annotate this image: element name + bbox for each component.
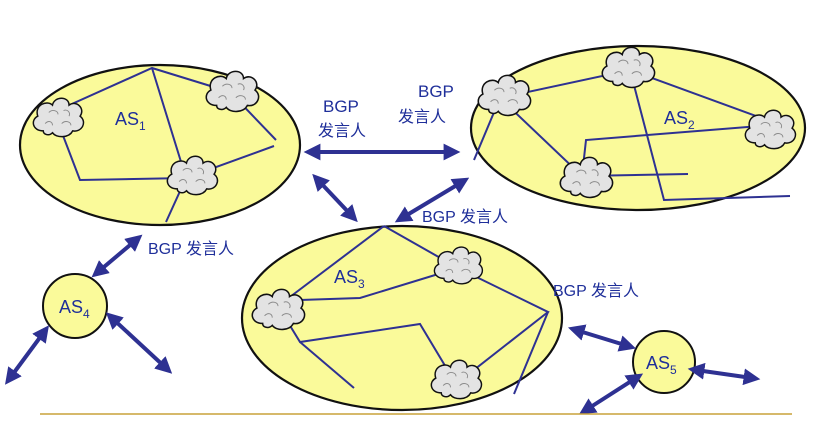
double-arrow-icon bbox=[687, 362, 761, 386]
as4-circle bbox=[42, 273, 108, 339]
internal-link bbox=[277, 225, 385, 307]
double-arrow-icon bbox=[567, 324, 637, 352]
as1-label: AS1 bbox=[115, 109, 146, 133]
as2-label: AS2 bbox=[664, 108, 695, 132]
speaker-label-left: BGP 发言人 bbox=[148, 240, 234, 258]
as4-label: AS4 bbox=[59, 297, 90, 321]
internal-link bbox=[383, 225, 550, 385]
internal-link bbox=[299, 341, 355, 389]
inter-as-arrows bbox=[5, 143, 761, 415]
internal-link bbox=[629, 69, 791, 202]
internal-link bbox=[53, 111, 188, 223]
speaker-label-mid-right: BGP 发言人 bbox=[422, 208, 508, 226]
double-arrow-icon bbox=[312, 173, 358, 223]
double-arrow-icon bbox=[5, 325, 49, 385]
double-arrow-icon bbox=[578, 373, 644, 415]
speaker-label-as3-right: BGP 发言人 bbox=[553, 282, 639, 300]
double-arrow-icon bbox=[394, 177, 470, 223]
as5-label: AS5 bbox=[646, 353, 677, 377]
internal-link bbox=[299, 267, 459, 301]
as1-ellipse bbox=[18, 63, 302, 227]
speaker-label-top-left-line1: BGP bbox=[323, 97, 359, 116]
speaker-label-top-right-line1: BGP bbox=[418, 82, 454, 101]
double-arrow-icon bbox=[105, 312, 173, 374]
as5-circle bbox=[632, 330, 696, 394]
as3-label: AS3 bbox=[334, 267, 365, 291]
speaker-label-top-left-line2: 发言人 bbox=[318, 121, 366, 140]
double-arrow-icon bbox=[91, 234, 143, 278]
cloud-icon bbox=[477, 74, 532, 117]
speaker-label-top-right-line2: 发言人 bbox=[398, 107, 446, 126]
internal-link bbox=[513, 311, 549, 395]
